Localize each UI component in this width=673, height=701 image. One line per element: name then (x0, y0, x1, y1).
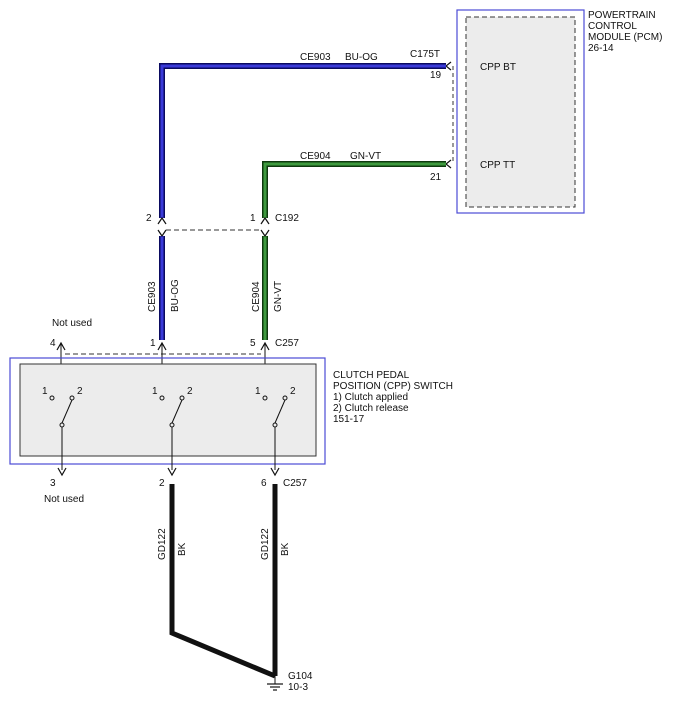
wire-ce903-id-vert: CE903 (147, 281, 158, 312)
pcm-pin-cpp-tt: CPP TT (480, 160, 515, 171)
c192-pin-2: 2 (146, 213, 152, 224)
switch-title-2: POSITION (CPP) SWITCH (333, 381, 453, 392)
switch-center-pole-2: 2 (187, 386, 193, 397)
c257-top-connector (56, 341, 270, 355)
wire-ce904 (262, 161, 446, 340)
wire-gd122 (169, 484, 278, 679)
switch-outer-box (9, 357, 326, 465)
pcm-title-3: MODULE (PCM) (588, 32, 662, 43)
wire-ce904-color-top: GN-VT (350, 151, 381, 162)
wire-ce904-id-top: CE904 (300, 151, 331, 162)
switch-title-3: 1) Clutch applied (333, 392, 408, 403)
pcm-pin-cpp-bt: CPP BT (480, 62, 516, 73)
wire-gd122-id-right: GD122 (260, 528, 271, 560)
c257-bottom-label: C257 (283, 478, 307, 489)
wire-gd122-color-left: BK (177, 542, 188, 556)
switch-pole-center (159, 395, 185, 470)
pcm-inner-box (465, 16, 576, 208)
switch-left-pole-1: 1 (42, 386, 48, 397)
pcm-outer-box (456, 9, 585, 214)
c192-label: C192 (275, 213, 299, 224)
switch-right-pole-2: 2 (290, 386, 296, 397)
wire-ce904-color-vert: GN-VT (273, 281, 284, 312)
c192-pin-1: 1 (250, 213, 256, 224)
pcm-pin-21-number: 21 (430, 172, 442, 183)
switch-center-pole-1: 1 (152, 386, 158, 397)
c257-top-pin-1: 1 (150, 338, 156, 349)
pcm-title-4: 26-14 (588, 43, 614, 54)
wire-ce903-color-top: BU-OG (345, 52, 378, 63)
c257-bottom-pin-6: 6 (261, 478, 267, 489)
switch-right-pole-1: 1 (255, 386, 261, 397)
c257-bottom-pin-3: 3 (50, 478, 56, 489)
c257-top-label: C257 (275, 338, 299, 349)
pcm-title-2: CONTROL (588, 21, 637, 32)
ground-name: G104 (288, 671, 313, 682)
pcm-title-1: POWERTRAIN (588, 10, 656, 21)
switch-title-1: CLUTCH PEDAL (333, 370, 410, 381)
pcm-pin-19-number: 19 (430, 70, 442, 81)
switch-pole-right (262, 395, 288, 470)
c257-top-pin-4: 4 (50, 338, 56, 349)
c257-top-pin-5: 5 (250, 338, 256, 349)
ground-ref: 10-3 (288, 682, 308, 693)
wire-gd122-color-right: BK (280, 542, 291, 556)
pcm-pin-21-chevron (445, 159, 452, 169)
c257-bottom-connector (57, 467, 280, 477)
ground-icon (267, 676, 283, 691)
switch-title-5: 151-17 (333, 414, 365, 425)
c192-connector (157, 216, 270, 238)
wire-ce904-id-vert: CE904 (251, 281, 262, 312)
not-used-bottom-label: Not used (44, 494, 84, 505)
pcm-pin-19-chevron (445, 61, 452, 71)
wire-ce903-color-vert: BU-OG (170, 279, 181, 312)
wire-ce903 (159, 63, 446, 340)
c257-bottom-pin-2: 2 (159, 478, 165, 489)
wire-ce903-id-top: CE903 (300, 52, 331, 63)
not-used-top-label: Not used (52, 318, 92, 329)
switch-pole-left (49, 395, 75, 470)
switch-left-pole-2: 2 (77, 386, 83, 397)
wire-gd122-id-left: GD122 (157, 528, 168, 560)
switch-title-4: 2) Clutch release (333, 403, 409, 414)
pcm-connector-label: C175T (410, 49, 440, 60)
switch-inner-box (19, 363, 317, 457)
